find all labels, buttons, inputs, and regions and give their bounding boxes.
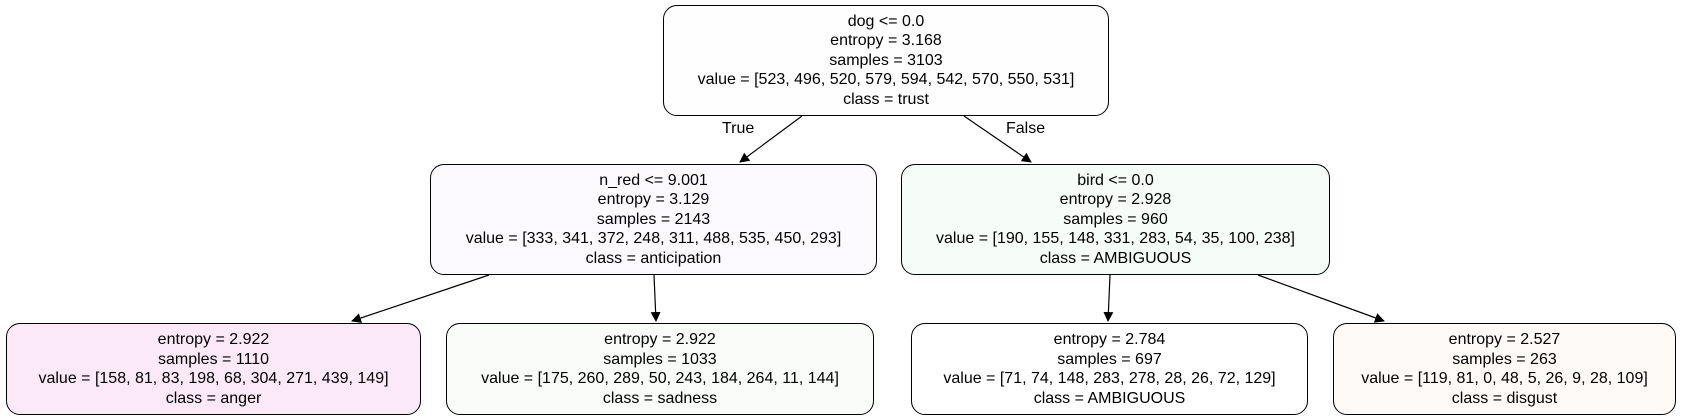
node-samples: samples = 3103 [829,51,943,69]
node-samples: samples = 2143 [596,210,711,228]
node-samples: samples = 263 [1452,350,1557,368]
edge-right-to-rl [1103,274,1114,322]
node-samples: samples = 697 [1057,350,1162,368]
tree-node-right: bird <= 0.0 entropy = 2.928 samples = 96… [901,164,1330,275]
tree-node-root: dog <= 0.0 entropy = 3.168 samples = 310… [663,5,1109,116]
tree-leaf-sadness: entropy = 2.922 samples = 1033 value = [… [446,323,874,415]
node-class: class = AMBIGUOUS [1039,249,1192,267]
tree-leaf-disgust: entropy = 2.527 samples = 263 value = [1… [1333,323,1676,415]
node-entropy: entropy = 2.784 [1053,331,1166,348]
node-samples: samples = 1033 [603,350,717,368]
tree-node-left: n_red <= 9.001 entropy = 3.129 samples =… [430,164,877,275]
edge-root-to-right [963,115,1032,163]
node-value: value = [175, 260, 289, 50, 243, 184, 26… [481,370,839,387]
node-split-rule: dog <= 0.0 [847,12,925,30]
node-value: value = [523, 496, 520, 579, 594, 542, 5… [697,71,1075,89]
node-class: class = AMBIGUOUS [1033,389,1186,407]
tree-leaf-ambiguous: entropy = 2.784 samples = 697 value = [7… [911,323,1308,415]
edge-label-true: True [722,120,755,137]
edge-left-to-ll [351,274,490,323]
node-entropy: entropy = 3.129 [597,191,710,209]
node-value: value = [333, 341, 372, 248, 311, 488, 5… [465,230,842,248]
node-class: class = trust [843,90,929,108]
node-entropy: entropy = 2.922 [604,331,716,348]
edge-left-to-lr [650,274,661,322]
node-value: value = [190, 155, 148, 331, 283, 54, 35… [936,230,1295,248]
node-entropy: entropy = 2.527 [1448,331,1561,348]
node-split-rule: n_red <= 9.001 [599,171,708,189]
node-class: class = disgust [1451,389,1558,407]
tree-leaf-anger: entropy = 2.922 samples = 1110 value = [… [6,323,421,415]
node-value: value = [71, 74, 148, 283, 278, 28, 26, … [943,370,1276,387]
node-entropy: entropy = 2.922 [157,331,270,348]
node-class: class = anger [165,389,262,407]
node-class: class = anticipation [585,249,722,267]
node-entropy: entropy = 2.928 [1059,191,1172,209]
edge-right-to-rr [1257,274,1385,323]
edge-root-to-left [739,115,803,163]
node-value: value = [119, 81, 0, 48, 5, 26, 9, 28, 1… [1361,370,1648,387]
node-split-rule: bird <= 0.0 [1077,171,1154,189]
node-entropy: entropy = 3.168 [830,32,942,50]
node-samples: samples = 1110 [157,350,270,368]
node-class: class = sadness [602,389,718,407]
node-value: value = [158, 81, 83, 198, 68, 304, 271,… [38,370,389,387]
node-samples: samples = 960 [1063,210,1168,228]
edge-label-false: False [1006,120,1046,137]
